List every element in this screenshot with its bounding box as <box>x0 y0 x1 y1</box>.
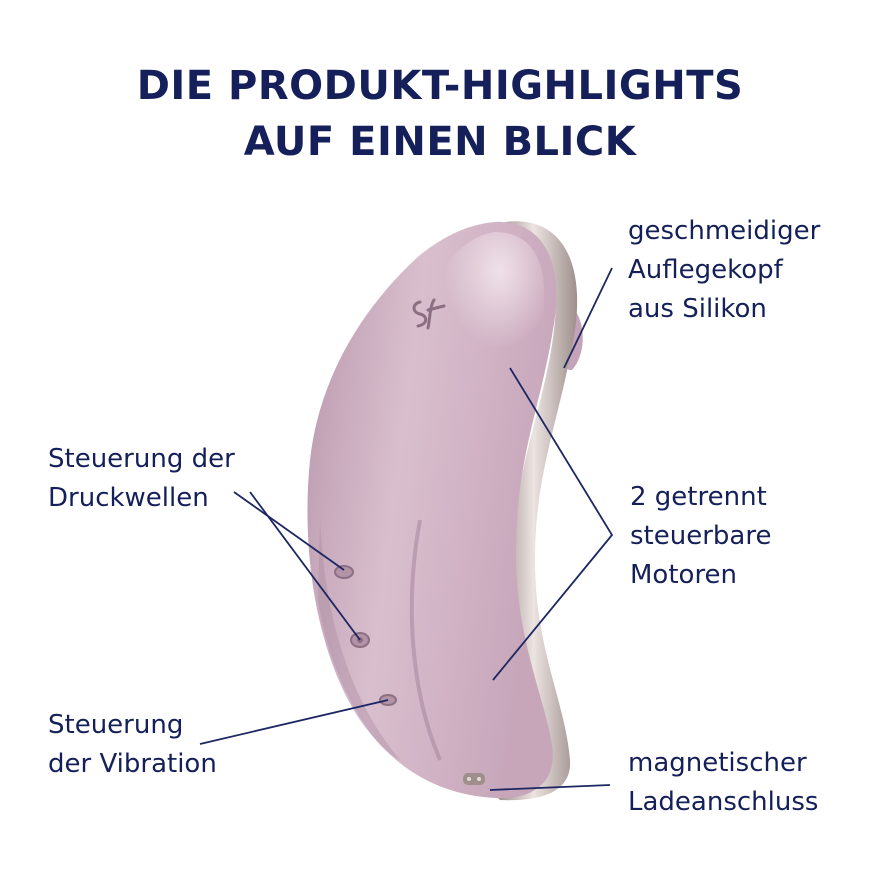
label-head-line-2: Auflegekopf <box>628 255 783 285</box>
label-head-line-1: geschmeidiger <box>628 216 821 246</box>
callout-lines <box>199 267 614 791</box>
label-pressure-line-1: Steuerung der <box>48 444 235 474</box>
body-highlight <box>432 232 545 388</box>
label-motors: 2 getrennt steuerbare Motoren <box>630 478 771 595</box>
line-vibration <box>199 699 389 745</box>
line-pressure-1 <box>233 491 345 571</box>
label-charging-line-1: magnetischer <box>628 748 807 778</box>
label-vibration-control: Steuerung der Vibration <box>48 706 217 784</box>
title-line-1: DIE PRODUKT-HIGHLIGHTS <box>136 63 744 109</box>
page-title: DIE PRODUKT-HIGHLIGHTS AUF EINEN BLICK <box>0 58 880 170</box>
label-vibration-line-1: Steuerung <box>48 710 184 740</box>
satisfyer-logo-icon <box>412 298 446 330</box>
line-pressure-2 <box>249 491 361 641</box>
label-motors-line-2: steuerbare <box>630 521 772 551</box>
body-shadow <box>318 520 400 760</box>
label-pressure-control: Steuerung der Druckwellen <box>48 440 235 518</box>
body-seam <box>409 519 442 761</box>
label-charging-port: magnetischer Ladeanschluss <box>628 744 818 822</box>
label-vibration-line-2: der Vibration <box>48 749 217 779</box>
label-motors-line-3: Motoren <box>630 560 738 590</box>
line-head <box>563 267 613 369</box>
pressure-plus-button[interactable] <box>334 565 354 579</box>
title-line-2: AUF EINEN BLICK <box>243 119 637 165</box>
line-motors <box>492 367 614 681</box>
metal-rim <box>490 221 578 801</box>
label-head-line-3: aus Silikon <box>628 294 767 324</box>
label-silicone-head: geschmeidiger Auflegekopf aus Silikon <box>628 212 820 329</box>
label-motors-line-1: 2 getrennt <box>630 482 767 512</box>
line-charging <box>489 784 611 791</box>
charging-port <box>463 773 485 785</box>
label-charging-line-2: Ladeanschluss <box>628 787 819 817</box>
label-pressure-line-2: Druckwellen <box>48 483 209 513</box>
